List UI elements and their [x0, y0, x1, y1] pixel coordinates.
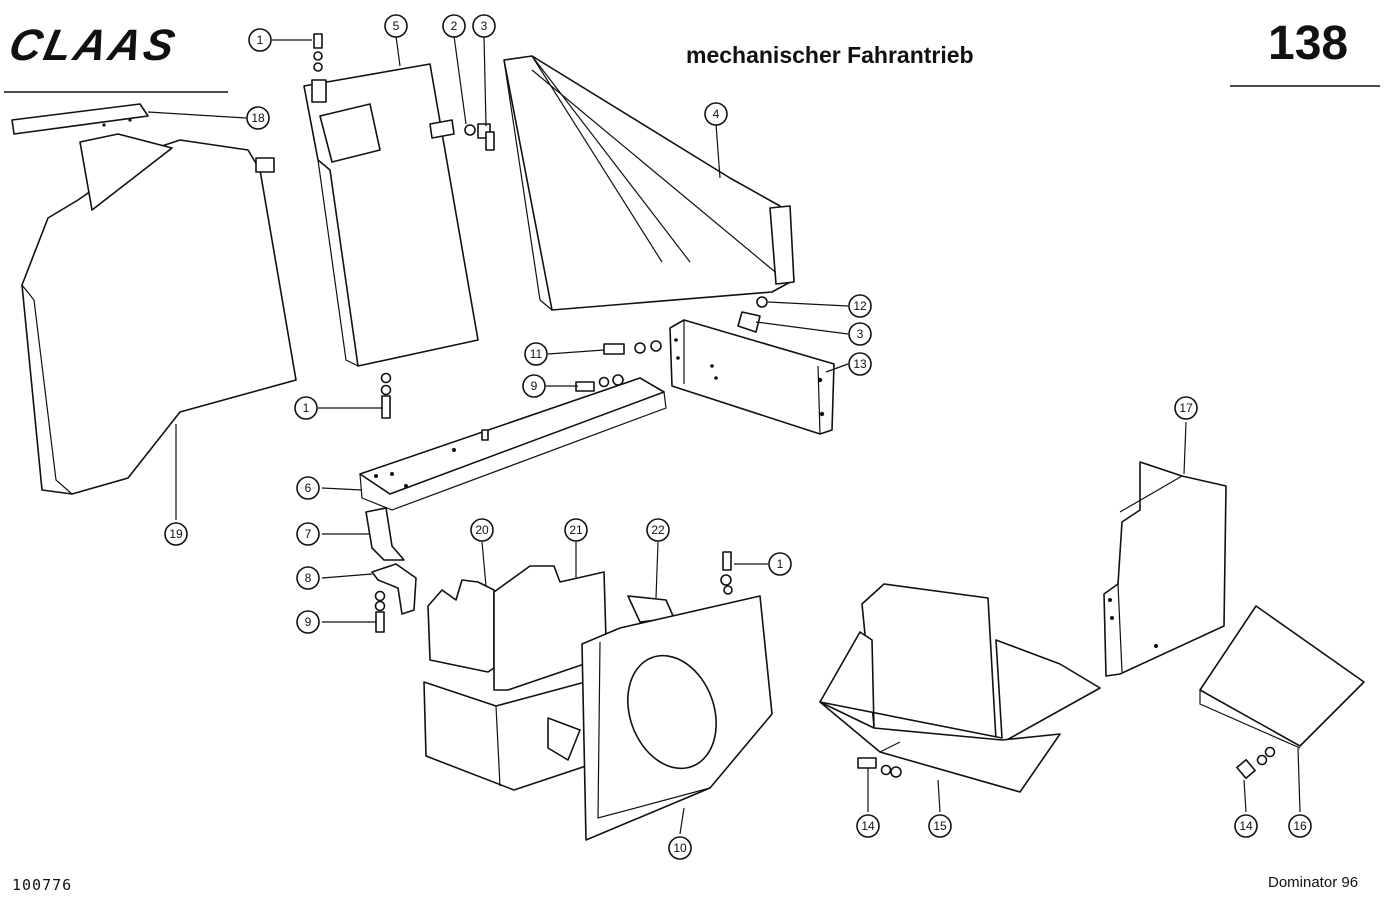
callout-5: 5 [384, 14, 408, 38]
part-17-upright-cover [1103, 461, 1227, 677]
callout-13: 13 [848, 352, 872, 376]
callout-label: 2 [451, 19, 458, 33]
callout-7: 7 [296, 522, 320, 546]
part-9-bolt-lower [374, 590, 386, 633]
callout-label: 18 [251, 111, 265, 125]
callout-3-lower: 3 [848, 322, 872, 346]
callout-label: 5 [393, 19, 400, 33]
part-2-clip [429, 119, 455, 139]
callout-label: 14 [1239, 819, 1253, 833]
callout-label: 14 [861, 819, 875, 833]
callout-label: 21 [569, 523, 583, 537]
part-6-channel [359, 377, 667, 511]
callout-label: 22 [651, 523, 665, 537]
callout-16: 16 [1288, 814, 1312, 838]
callout-15: 15 [928, 814, 952, 838]
callout-6: 6 [296, 476, 320, 500]
callout-1-middle: 1 [294, 396, 318, 420]
callout-10: 10 [668, 836, 692, 860]
callout-18: 18 [246, 106, 270, 130]
part-4-funnel-cover [503, 55, 795, 311]
callout-3-top: 3 [472, 14, 496, 38]
part-9-bolt-upper [575, 374, 624, 392]
callout-label: 6 [305, 481, 312, 495]
callout-8: 8 [296, 566, 320, 590]
callout-14-left: 14 [856, 814, 880, 838]
callout-label: 1 [777, 557, 784, 571]
callout-label: 3 [857, 327, 864, 341]
part-15-hopper [819, 583, 1101, 793]
part-14-bolt-right [1236, 746, 1276, 780]
callout-label: 19 [169, 527, 183, 541]
page-number: 138 [1268, 17, 1349, 70]
callout-12: 12 [848, 294, 872, 318]
callout-label: 20 [475, 523, 489, 537]
callout-label: 9 [305, 615, 312, 629]
callout-label: 13 [853, 357, 867, 371]
callout-label: 17 [1179, 401, 1193, 415]
callout-1-top: 1 [248, 28, 272, 52]
callout-22: 22 [646, 518, 670, 542]
callout-label: 10 [673, 841, 687, 855]
callout-label: 15 [933, 819, 947, 833]
callout-21: 21 [564, 518, 588, 542]
part-1-bolt-middle [380, 372, 392, 419]
callout-label: 16 [1293, 819, 1307, 833]
part-16-tray [1199, 605, 1365, 749]
callout-17: 17 [1174, 396, 1198, 420]
leader-lines [147, 35, 1301, 835]
part-19-side-panel [21, 133, 297, 495]
callout-1-lower: 1 [768, 552, 792, 576]
callout-label: 12 [853, 299, 867, 313]
part-1-bolt-top [313, 33, 323, 72]
part-8-bracket [371, 563, 417, 615]
callout-20: 20 [470, 518, 494, 542]
part-18-rail [11, 103, 149, 135]
callout-label: 1 [303, 401, 310, 415]
callout-11: 11 [524, 342, 548, 366]
callout-label: 4 [713, 107, 720, 121]
part-12-washer [756, 296, 768, 308]
callout-label: 8 [305, 571, 312, 585]
callout-9-lower: 9 [296, 610, 320, 634]
model-name: Dominator 96 [1268, 874, 1359, 891]
callout-14-right: 14 [1234, 814, 1258, 838]
callout-9-upper: 9 [522, 374, 546, 398]
page-title: mechanischer Fahrantrieb [686, 42, 974, 68]
document-number: 100776 [12, 876, 73, 894]
callout-4: 4 [704, 102, 728, 126]
part-11-bolt [603, 340, 662, 355]
part-14-bolt-left [857, 757, 902, 778]
callout-2: 2 [442, 14, 466, 38]
callout-label: 11 [530, 347, 543, 361]
part-5-vertical-cover [303, 63, 479, 367]
callout-label: 3 [481, 19, 488, 33]
part-7-bracket [365, 507, 405, 561]
part-13-bracket-plate [669, 319, 835, 435]
callout-label: 1 [257, 33, 264, 47]
callout-label: 7 [305, 527, 312, 541]
part-3-knob-lower [737, 311, 761, 333]
part-20-side-plate [427, 579, 495, 673]
callout-label: 9 [531, 379, 538, 393]
part-10-round-cover [581, 551, 773, 841]
part-3-knob-top [464, 123, 495, 151]
callout-19: 19 [164, 522, 188, 546]
